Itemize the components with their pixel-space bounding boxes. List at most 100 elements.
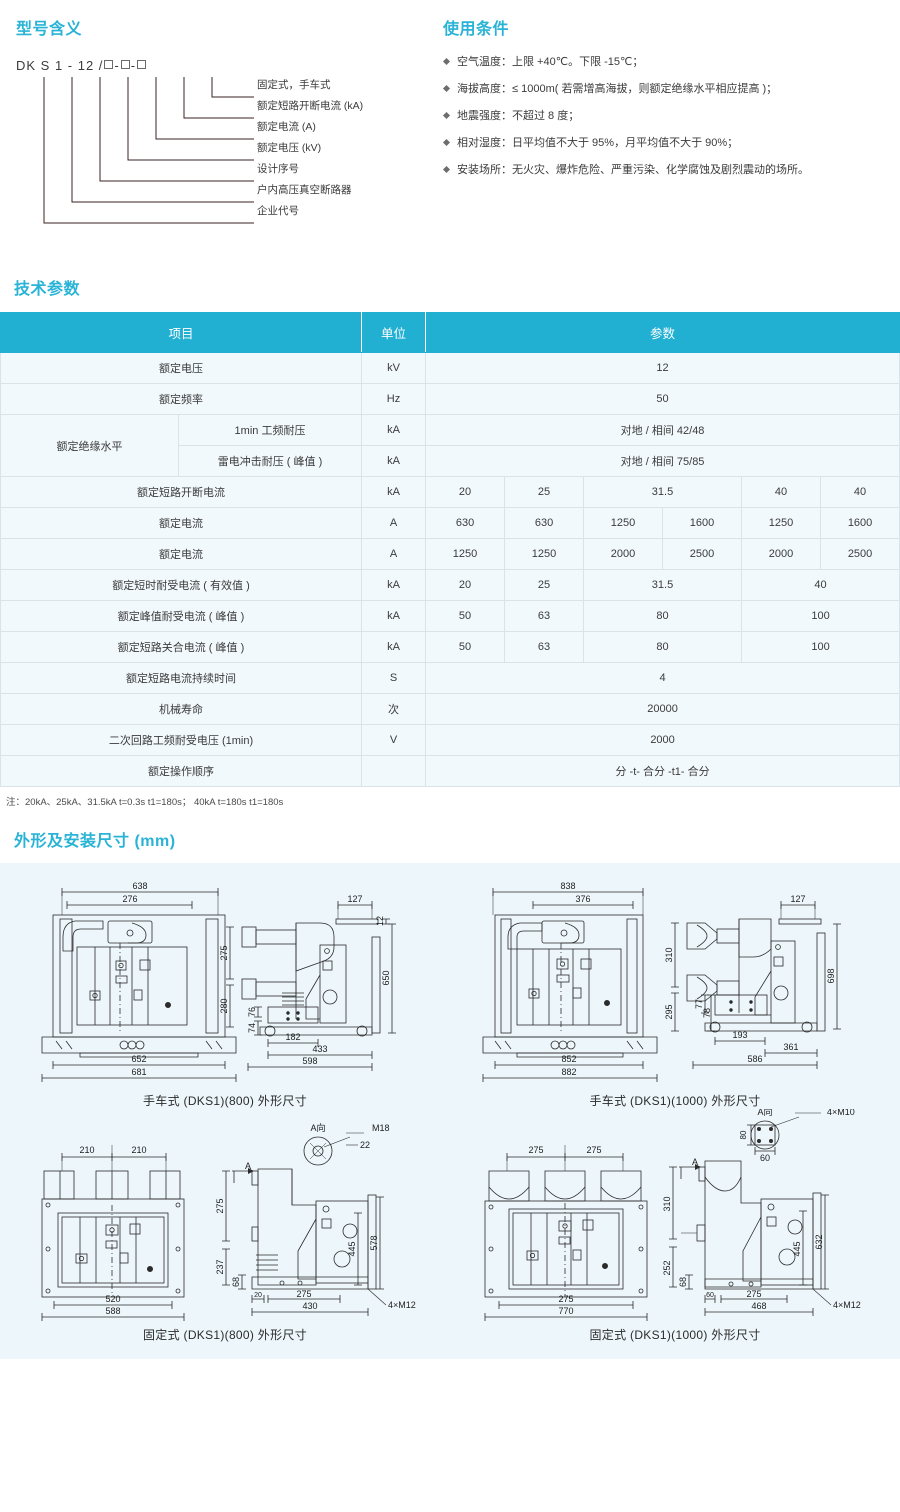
condition-text: 地震强度：不超过 8 度； [457,110,580,122]
condition-item: 海拔高度：≤ 1000m( 若需增高海拔，则额定绝缘水平相应提高 )； [442,82,893,96]
fixed-800-drawing: 210 210 520 588 275 430 20 A A向 M18 22 4… [41,1122,416,1321]
row-value: 1250 [425,538,506,570]
model-meaning-panel: 型号含义 DK S 1 - 12 /-- 固定式，手车式 额定短路开 [16,22,436,250]
row-item-label: 额定电流 [0,507,363,539]
view-arrow-A: A [692,1157,698,1167]
leader-label-6: 企业代号 [257,205,299,217]
model-code-box-2 [120,60,130,69]
row-item-label: 额定短路开断电流 [0,476,363,508]
dim-445: 445 [347,1241,357,1256]
row-value: 100 [741,600,900,632]
drawing-cell-handcart-1000: 838 376 852 882 127 193 361 586 310 295 … [450,875,900,1109]
row-value: 40 [741,476,822,508]
dim-210-right: 210 [131,1145,146,1155]
dim-770: 770 [558,1306,573,1316]
dim-598: 598 [302,1056,317,1066]
dimensions-heading: 外形及安装尺寸 (mm) [14,833,176,850]
depth-22: 22 [360,1140,370,1150]
detail-label-A: A向 [310,1122,325,1133]
row-unit: kA [361,631,427,663]
model-code-box-1 [104,60,114,69]
drawing-cell-fixed-800: 210 210 520 588 275 430 20 A A向 M18 22 4… [0,1109,450,1343]
row-value: 12 [425,352,900,384]
header-item: 项目 [0,312,363,353]
dim-275-left: 275 [528,1145,543,1155]
leader-label-2: 额定电流 (A) [257,121,316,133]
dim-237: 237 [215,1259,225,1274]
row-value: 100 [741,631,900,663]
row-value: 63 [504,631,585,663]
fixed-1000-drawing: 275 275 275 770 275 468 60 A A向 4×M10 60… [484,1109,861,1321]
diamond-bullet-icon [442,165,451,174]
drawing-caption: 固定式 (DKS1)(800) 外形尺寸 [142,1328,308,1342]
detail-dim-80: 80 [739,1130,748,1139]
row-item-label: 额定峰值耐受电流 ( 峰值 ) [0,600,363,632]
detail-label-A: A向 [757,1109,772,1117]
dim-681: 681 [131,1067,146,1077]
view-arrow-A: A [245,1161,251,1171]
thread-M18: M18 [372,1123,390,1133]
row-unit: kA [361,600,427,632]
leader-label-5: 户内高压真空断路器 [257,184,352,196]
dim-77: 77 [694,999,704,1009]
usage-conditions-list: 空气温度：上限 +40℃。下限 -15℃； 海拔高度：≤ 1000m( 若需增高… [442,55,893,177]
thread-4xM12: 4×M12 [388,1300,416,1310]
row-item-label: 额定电流 [0,538,363,570]
model-leader-diagram: 固定式，手车式 额定短路开断电流 (kA) 额定电流 (A) 额定电压 (kV)… [16,75,436,250]
dim-68: 68 [678,1277,688,1287]
drawing-caption: 固定式 (DKS1)(1000) 外形尺寸 [589,1328,761,1342]
model-code-box-3 [137,60,147,69]
drawings-row-top: 638 276 652 681 127 182 433 598 275 280 … [0,875,900,1109]
diamond-bullet-icon [442,138,451,147]
diamond-bullet-icon [442,84,451,93]
dim-68: 68 [231,1277,241,1287]
dim-376: 376 [575,894,590,904]
leader-label-3: 额定电压 (kV) [257,142,322,154]
header-unit: 单位 [361,312,427,353]
thread-4xM12: 4×M12 [833,1300,861,1310]
condition-text: 安装场所：无火灾、爆炸危险、严重污染、化学腐蚀及剧烈震动的场所。 [457,164,809,176]
dim-275: 275 [219,945,229,960]
dim-361: 361 [783,1042,798,1052]
row-value: 20 [425,569,506,601]
drawing-cell-handcart-800: 638 276 652 681 127 182 433 598 275 280 … [0,875,450,1109]
dim-578: 578 [369,1235,379,1250]
row-unit: Hz [361,383,427,415]
row-item-label: 二次回路工频耐受电压 (1min) [0,724,363,756]
dim-275-side: 275 [215,1198,225,1213]
row-value: 20 [425,476,506,508]
row-value: 2000 [425,724,900,756]
row-item-label: 额定短路关合电流 ( 峰值 ) [0,631,363,663]
row-value: 63 [504,600,585,632]
row-unit: kA [361,569,427,601]
row-sub-label: 1min 工频耐压 [177,414,363,446]
dim-295: 295 [664,1004,674,1019]
dim-127: 127 [347,894,362,904]
row-value: 2000 [741,538,822,570]
detail-dim-60: 60 [760,1153,770,1163]
row-value: 31.5 [583,476,743,508]
row-value: 4 [425,662,900,694]
row-value: 对地 / 相间 42/48 [425,414,900,446]
table-row: 额定操作顺序分 -t- 合分 -t1- 合分 [0,755,900,787]
row-sub-label: 雷电冲击耐压 ( 峰值 ) [177,445,363,477]
model-code: DK S 1 - 12 /-- [16,58,436,73]
dim-445: 445 [792,1241,802,1256]
row-item-label: 额定电压 [0,352,363,384]
condition-item: 安装场所：无火灾、爆炸危险、严重污染、化学腐蚀及剧烈震动的场所。 [442,163,893,177]
row-unit [361,755,427,787]
dim-430: 430 [302,1301,317,1311]
row-value: 630 [504,507,585,539]
dim-210-left: 210 [79,1145,94,1155]
row-value: 25 [504,476,585,508]
model-and-conditions-block: 型号含义 DK S 1 - 12 /-- 固定式，手车式 额定短路开 [0,0,900,282]
dim-76: 76 [247,1007,257,1017]
row-value: 分 -t- 合分 -t1- 合分 [425,755,900,787]
row-unit: kA [361,476,427,508]
dim-838: 838 [560,881,575,891]
dim-276: 276 [122,894,137,904]
